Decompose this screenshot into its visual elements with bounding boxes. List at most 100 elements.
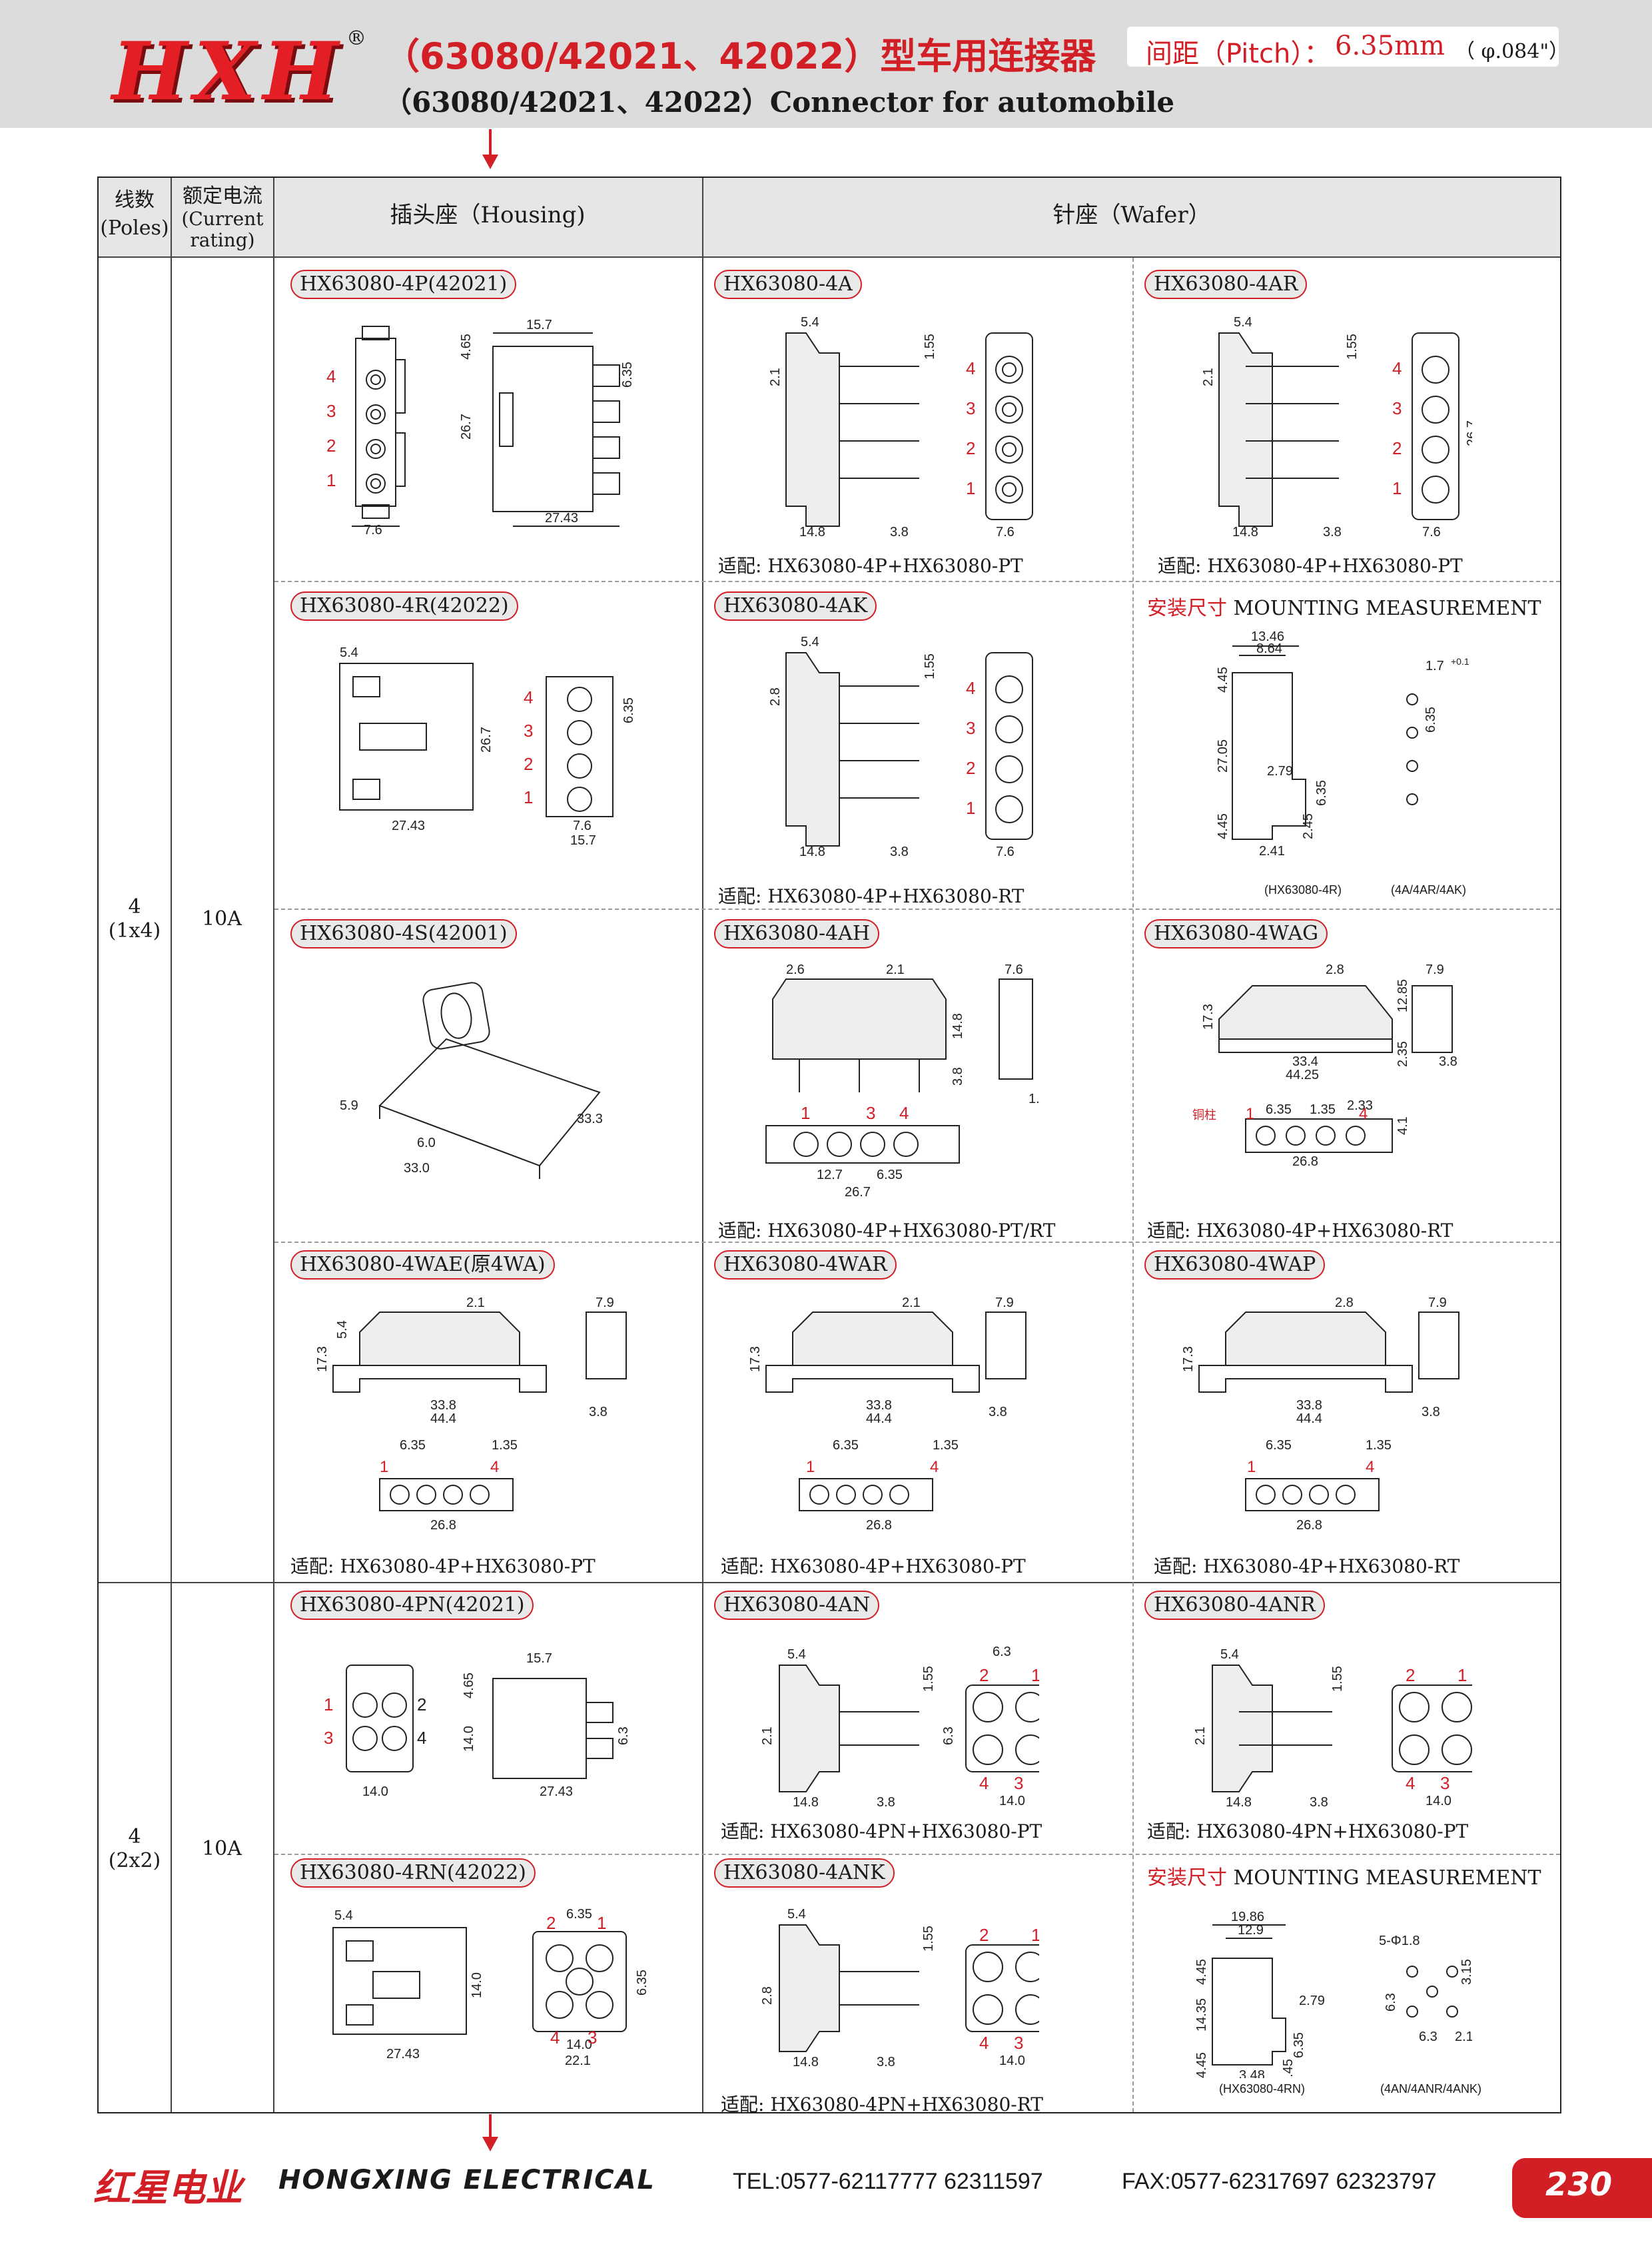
dim-17-3-wae: 17.3 bbox=[315, 1346, 330, 1372]
svg-text:1: 1 bbox=[1457, 1665, 1467, 1685]
dim-33-8-wap: 33.8 bbox=[1296, 1398, 1322, 1413]
page-number-box bbox=[1512, 2158, 1652, 2218]
pitch-box bbox=[1127, 27, 1559, 67]
dim-6-35-m1b: 6.35 bbox=[1424, 707, 1438, 733]
row-divider-4 bbox=[274, 1854, 1560, 1855]
drawing-4s: 5.9 6.0 33.0 33.3 bbox=[340, 982, 603, 1179]
page-title-cn: （63080/42021、42022）型车用连接器 bbox=[384, 35, 1096, 77]
svg-text:1: 1 bbox=[806, 1458, 815, 1476]
dim-14-8-anr: 14.8 bbox=[1226, 1795, 1252, 1810]
model-label-4an: HX63080-4AN bbox=[714, 1591, 880, 1620]
dim-14-8-ar: 14.8 bbox=[1232, 525, 1258, 540]
svg-text:3: 3 bbox=[1014, 1773, 1023, 1793]
mount-caption-right-1: (4A/4AR/4AK) bbox=[1391, 883, 1467, 897]
svg-text:3: 3 bbox=[1014, 2033, 1023, 2053]
svg-text:2: 2 bbox=[417, 1694, 426, 1714]
dim-2-1-an: 2.1 bbox=[760, 1726, 775, 1745]
dim-3-8-wag: 3.8 bbox=[1439, 1054, 1457, 1069]
group2-current: 10A bbox=[202, 1837, 242, 1860]
dim-12-85: 12.85 bbox=[1396, 979, 1410, 1012]
dim-2-41: 2.41 bbox=[1259, 844, 1285, 859]
dim-8-64: 8.64 bbox=[1256, 641, 1282, 656]
pitch-inch: （ φ.084"） bbox=[1455, 40, 1569, 63]
dim-1-55-an: 1.55 bbox=[921, 1666, 936, 1692]
dim-33-8-wae: 33.8 bbox=[430, 1398, 456, 1413]
dim-5-4-ak: 5.4 bbox=[801, 635, 819, 649]
dim-1-55-ar: 1.55 bbox=[1345, 334, 1360, 360]
dim-phi-2-8-wap: 2.8 bbox=[1335, 1296, 1354, 1310]
svg-text:3: 3 bbox=[866, 1103, 875, 1123]
dim-phi-2-1-war: 2.1 bbox=[902, 1296, 921, 1310]
model-label-4wap: HX63080-4WAP bbox=[1144, 1250, 1326, 1280]
footer-tel: TEL:0577-62117777 62311597 bbox=[733, 2169, 1043, 2194]
dim-6-3-an: 6.3 bbox=[993, 1645, 1011, 1659]
dim-26-7-ar: 26.7 bbox=[1465, 420, 1472, 446]
group1-poles: 4 bbox=[128, 895, 141, 919]
svg-text:4: 4 bbox=[979, 2033, 989, 2053]
dim-26-7-4r: 26.7 bbox=[479, 727, 494, 753]
dim-14-0-pnv: 14.0 bbox=[462, 1726, 476, 1752]
dim-phi-2-1-ah: 2.1 bbox=[886, 962, 905, 977]
brand-logo: HXH bbox=[112, 25, 345, 119]
drawing-4wae: 2.1 7.9 33.8 44.4 3.8 6.35 1.35 26.8 17.… bbox=[315, 1296, 627, 1533]
dim-3-8-wap: 3.8 bbox=[1422, 1405, 1440, 1419]
pitch-value: 6.35mm bbox=[1335, 31, 1445, 61]
dim-5-phi-1-8: 5-Φ1.8 bbox=[1379, 1934, 1420, 1948]
dim-26-7: 26.7 bbox=[459, 414, 474, 440]
svg-text:4: 4 bbox=[1366, 1458, 1374, 1476]
model-label-4ar: HX63080-4AR bbox=[1144, 270, 1308, 299]
dim-26-8-war: 26.8 bbox=[866, 1518, 892, 1533]
footer-brand-en: HONGXING ELECTRICAL bbox=[278, 2165, 656, 2195]
dim-6-3-m2: 6.3 bbox=[1419, 2030, 1438, 2044]
dim-2-1: 2.1 bbox=[768, 368, 783, 386]
svg-text:3: 3 bbox=[588, 2028, 597, 2048]
svg-text:4: 4 bbox=[966, 678, 975, 698]
dim-4-45-m1b: 4.45 bbox=[1216, 813, 1230, 839]
dim-4-65-pn: 4.65 bbox=[462, 1673, 476, 1698]
col-divider-3 bbox=[702, 178, 703, 2112]
svg-text:2: 2 bbox=[966, 438, 975, 458]
svg-text:2: 2 bbox=[524, 754, 533, 774]
group1-current: 10A bbox=[202, 907, 242, 931]
group1-arrangement: (1x4) bbox=[108, 919, 161, 942]
dim-6-35-wae: 6.35 bbox=[400, 1438, 426, 1453]
dim-14-0-an: 14.0 bbox=[999, 1794, 1025, 1808]
dim-2-35: 2.35 bbox=[1396, 1041, 1410, 1067]
mount-title-en: MOUNTING MEASUREMENT bbox=[1233, 597, 1541, 620]
dim-6-35-wag: 6.35 bbox=[1266, 1102, 1292, 1117]
svg-text:1: 1 bbox=[966, 478, 975, 498]
dim-14-8-an: 14.8 bbox=[793, 1795, 819, 1810]
dim-33-3: 33.3 bbox=[577, 1112, 603, 1126]
dim-6-35-m2: 6.35 bbox=[1292, 2032, 1306, 2058]
table-header-bg bbox=[99, 178, 1560, 256]
model-label-4p: HX63080-4P(42021) bbox=[290, 270, 517, 299]
model-label-4ah: HX63080-4AH bbox=[714, 919, 880, 948]
svg-text:4: 4 bbox=[930, 1458, 939, 1476]
dim-17-3-war: 17.3 bbox=[748, 1346, 763, 1372]
svg-text:4: 4 bbox=[1359, 1105, 1368, 1123]
registered-mark: ® bbox=[346, 27, 366, 50]
dim-6-35-war: 6.35 bbox=[833, 1438, 859, 1453]
dim-phi-2-8: 2.8 bbox=[1326, 962, 1344, 977]
model-label-4pn: HX63080-4PN(42021) bbox=[290, 1591, 534, 1620]
svg-text:1: 1 bbox=[1246, 1105, 1254, 1123]
row-divider-1 bbox=[274, 581, 1560, 582]
dim-4-1: 4.1 bbox=[1396, 1116, 1410, 1135]
model-label-4rn: HX63080-4RN(42022) bbox=[290, 1858, 536, 1888]
dim-15-7-pn: 15.7 bbox=[526, 1651, 552, 1666]
svg-text:1: 1 bbox=[1392, 478, 1402, 498]
model-label-4ank: HX63080-4ANK bbox=[714, 1858, 895, 1888]
dim-1-35-wap: 1.35 bbox=[1366, 1438, 1392, 1453]
svg-text:3: 3 bbox=[524, 721, 533, 741]
svg-text:4: 4 bbox=[1406, 1773, 1415, 1793]
svg-text:1: 1 bbox=[966, 798, 975, 818]
dim-26-8-wag: 26.8 bbox=[1292, 1154, 1318, 1169]
dim-33-4: 33.4 bbox=[1292, 1054, 1318, 1069]
dim-33-8-war: 33.8 bbox=[866, 1398, 892, 1413]
dim-5-4-rn: 5.4 bbox=[334, 1908, 353, 1923]
dim-7-6-ak: 7.6 bbox=[996, 845, 1015, 859]
row-divider-3 bbox=[274, 1242, 1560, 1243]
dim-13-46: 13.46 bbox=[1251, 629, 1284, 644]
